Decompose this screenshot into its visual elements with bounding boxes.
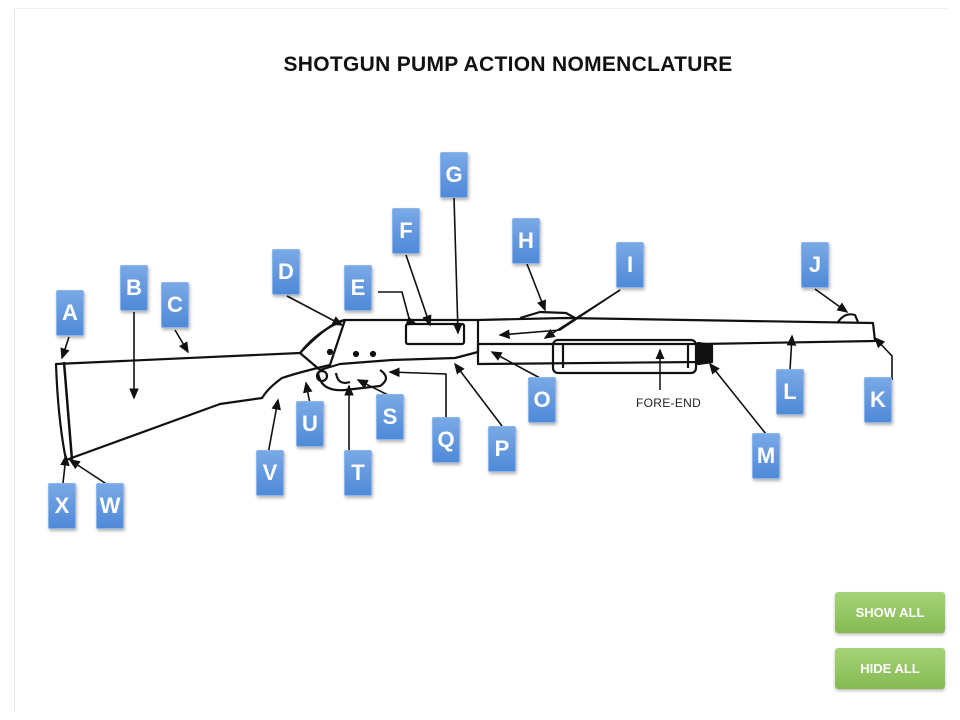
- label-j[interactable]: J: [801, 242, 829, 288]
- label-v[interactable]: V: [256, 450, 284, 496]
- label-i[interactable]: I: [616, 242, 644, 288]
- label-s[interactable]: S: [376, 394, 404, 440]
- label-c[interactable]: C: [161, 282, 189, 328]
- label-m[interactable]: M: [752, 433, 780, 479]
- trigger-guard: [316, 369, 388, 392]
- label-o[interactable]: O: [528, 377, 556, 423]
- leader-lines: [60, 196, 893, 486]
- safety-button: [315, 369, 329, 383]
- label-g[interactable]: G: [440, 152, 468, 198]
- page-title: SHOTGUN PUMP ACTION NOMENCLATURE: [283, 53, 733, 76]
- label-d[interactable]: D: [272, 249, 300, 295]
- hide-all-button[interactable]: HIDE ALL: [835, 648, 945, 689]
- trigger: [334, 372, 351, 385]
- front-sight: [837, 313, 860, 323]
- label-f[interactable]: F: [392, 208, 420, 254]
- receiver-pin-1: [352, 350, 360, 358]
- barrel: [477, 316, 877, 346]
- receiver-pin-2: [369, 350, 377, 358]
- receiver-pin-3: [326, 348, 334, 356]
- ejection-port: [404, 322, 466, 346]
- page-border: [14, 8, 947, 713]
- label-h[interactable]: H: [512, 218, 540, 264]
- label-p[interactable]: P: [488, 426, 516, 472]
- label-k[interactable]: K: [864, 377, 892, 423]
- butt-plate: [62, 361, 74, 461]
- fore-end-text: FORE-END: [636, 396, 702, 410]
- label-w[interactable]: W: [96, 483, 124, 529]
- label-t[interactable]: T: [344, 450, 372, 496]
- magazine-cap: [696, 341, 714, 366]
- barrel-rib: [519, 310, 576, 320]
- label-a[interactable]: A: [56, 290, 84, 336]
- label-l[interactable]: L: [776, 369, 804, 415]
- fore-end-shape: [551, 338, 698, 375]
- label-q[interactable]: Q: [432, 417, 460, 463]
- label-x[interactable]: X: [48, 483, 76, 529]
- label-e[interactable]: E: [344, 265, 372, 311]
- magazine-tube: [476, 344, 702, 366]
- label-b[interactable]: B: [120, 265, 148, 311]
- show-all-button[interactable]: SHOW ALL: [835, 592, 945, 633]
- label-u[interactable]: U: [296, 401, 324, 447]
